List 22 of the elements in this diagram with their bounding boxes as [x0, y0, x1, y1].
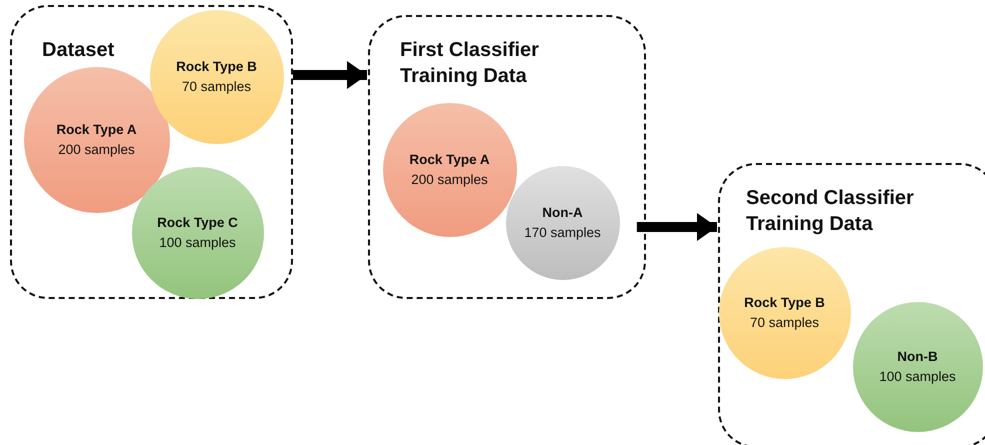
class-name: Rock Type C	[157, 214, 238, 232]
arrow	[636, 213, 717, 241]
arrow	[293, 61, 367, 89]
sample-count: 100 samples	[879, 368, 956, 386]
dashed-group-frame	[10, 5, 293, 299]
dashed-group-frame	[368, 15, 646, 299]
class-name: Non-A	[542, 204, 583, 222]
class-name: Rock Type A	[409, 150, 490, 169]
group-heading: First Classifier Training Data	[400, 38, 540, 89]
sample-count: 70 samples	[750, 314, 820, 332]
class-name: Rock Type B	[176, 58, 257, 76]
sample-count: 200 samples	[411, 170, 488, 189]
sample-count: 70 samples	[182, 78, 252, 96]
group-heading: Second Classifier Training Data	[746, 186, 915, 237]
sample-count: 170 samples	[524, 224, 601, 242]
group-heading: Dataset	[42, 38, 116, 63]
dashed-group-frame	[718, 163, 985, 445]
class-name: Rock Type A	[56, 120, 137, 139]
sample-count: 100 samples	[159, 234, 236, 252]
class-name: Rock Type B	[744, 294, 825, 312]
class-name: Non-B	[897, 348, 938, 366]
sample-count: 200 samples	[58, 140, 135, 159]
